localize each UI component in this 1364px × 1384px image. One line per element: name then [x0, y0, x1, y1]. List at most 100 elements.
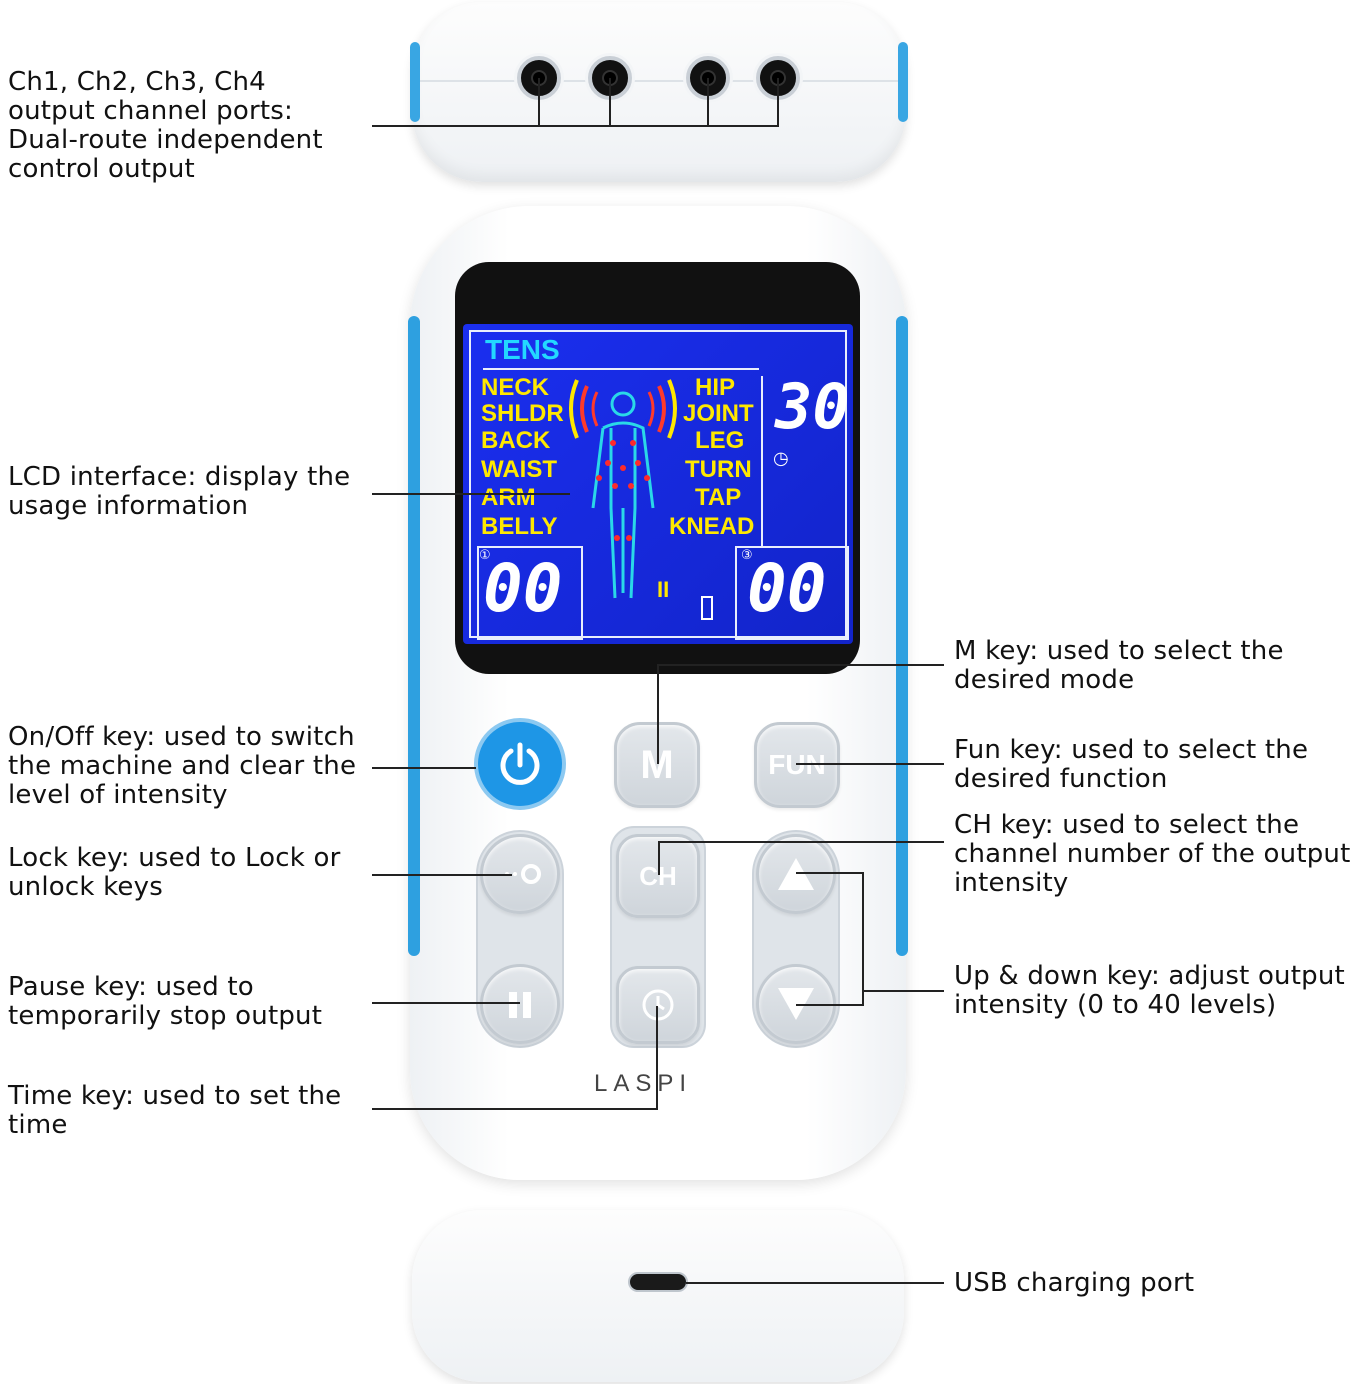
top-cap: [410, 2, 908, 182]
lcd-title: TENS: [485, 334, 560, 365]
annotation-pause-line-2: temporarily stop output: [8, 1001, 323, 1031]
channel3-marker: ③: [741, 548, 753, 563]
annotation-lcd-line-1: LCD interface: display the: [8, 462, 351, 492]
annotation-ports: Ch1, Ch2, Ch3, Ch4 output channel ports:…: [8, 68, 323, 184]
annotation-ports-line-3: Dual-route independent: [8, 125, 323, 155]
function-button[interactable]: FUN: [754, 722, 840, 808]
bottom-cap: [412, 1210, 904, 1382]
annotation-fun-line-2: desired function: [954, 764, 1168, 794]
channel-button[interactable]: CH: [616, 834, 700, 918]
triangle-up-icon: [778, 858, 814, 890]
body-accent-right: [896, 316, 908, 956]
up-button[interactable]: [756, 834, 836, 914]
pause-button[interactable]: [480, 964, 560, 1044]
time-button[interactable]: [616, 966, 700, 1044]
channel3-readout: 00: [747, 550, 827, 627]
annotation-ch-line-3: intensity: [954, 868, 1069, 898]
lcd-title-rule: [483, 368, 759, 370]
power-icon: [500, 742, 540, 785]
clock-icon: [642, 989, 674, 1021]
annotation-ports-line-2: output channel ports:: [8, 96, 293, 126]
annotation-pause-line-1: Pause key: used to: [8, 972, 254, 1002]
pause-icon: [509, 992, 531, 1018]
annotation-time: Time key: used to set the time: [8, 1082, 341, 1140]
annotation-lock-line-2: unlock keys: [8, 872, 163, 902]
leader-ch-vertical: [658, 841, 660, 875]
top-cap-seam: [412, 80, 906, 82]
leader-ch: [658, 841, 944, 843]
annotation-updown-line-2: intensity (0 to 40 levels): [954, 990, 1277, 1020]
brand-logo: LASPI: [594, 1070, 693, 1097]
annotation-mkey-line-2: desired mode: [954, 665, 1135, 695]
annotation-fun-line-1: Fun key: used to select the: [954, 735, 1309, 765]
annotation-onoff: On/Off key: used to switch the machine a…: [8, 723, 356, 810]
lcd-mode-waist: WAIST: [481, 456, 557, 483]
leader-mkey-vertical: [657, 664, 659, 764]
lcd-mode-arm: ARM: [481, 484, 536, 511]
leader-updown-vertical: [862, 872, 864, 1006]
leader-onoff: [372, 767, 476, 769]
annotation-updown-line-1: Up & down key: adjust output: [954, 961, 1345, 991]
annotation-ports-line-1: Ch1, Ch2, Ch3, Ch4: [8, 67, 266, 97]
annotation-ch-line-1: CH key: used to select the: [954, 810, 1300, 840]
lcd-mode-shldr: SHLDR: [481, 400, 564, 427]
body-accent-left: [408, 316, 420, 956]
lcd-mode-joint: JOINT: [683, 400, 754, 427]
annotation-lock: Lock key: used to Lock or unlock keys: [8, 844, 341, 902]
usb-port[interactable]: [628, 1272, 688, 1292]
lcd-mode-belly: BELLY: [481, 513, 558, 540]
annotation-mkey-line-1: M key: used to select the: [954, 636, 1284, 666]
clock-icon: ◷: [773, 448, 789, 469]
annotation-lock-line-1: Lock key: used to Lock or: [8, 843, 341, 873]
leader-port-3: [707, 78, 709, 127]
annotation-usb: USB charging port: [954, 1269, 1194, 1298]
annotation-ports-line-4: control output: [8, 154, 195, 184]
annotation-mkey: M key: used to select the desired mode: [954, 637, 1284, 695]
annotation-time-line-2: time: [8, 1110, 68, 1140]
leader-up: [796, 872, 864, 874]
leader-port-1: [538, 78, 540, 127]
channel1-marker: ①: [479, 548, 491, 563]
annotation-usb-line-1: USB charging port: [954, 1268, 1195, 1298]
annotation-ch: CH key: used to select the channel numbe…: [954, 811, 1351, 898]
annotation-pause: Pause key: used to temporarily stop outp…: [8, 973, 322, 1031]
power-button[interactable]: [474, 718, 566, 810]
leader-port-2: [609, 78, 611, 127]
leader-updown: [864, 990, 944, 992]
lcd-mode-tap: TAP: [695, 484, 742, 511]
annotation-updown: Up & down key: adjust output intensity (…: [954, 962, 1345, 1020]
annotation-fun: Fun key: used to select the desired func…: [954, 736, 1308, 794]
lcd-pause-indicator: II: [657, 577, 670, 602]
annotation-time-line-1: Time key: used to set the: [8, 1081, 342, 1111]
body-figure-icon: [569, 379, 677, 599]
channel1-readout: 00: [483, 550, 563, 627]
leader-usb: [686, 1282, 944, 1284]
annotation-ch-line-2: channel number of the output: [954, 839, 1351, 869]
leader-down: [796, 1004, 864, 1006]
annotation-onoff-line-3: level of intensity: [8, 780, 228, 810]
annotation-lcd-line-2: usage information: [8, 491, 249, 521]
annotation-onoff-line-2: the machine and clear the: [8, 751, 357, 781]
battery-icon: [701, 596, 713, 620]
lcd-mode-turn: TURN: [685, 456, 752, 483]
leader-time: [372, 1108, 658, 1110]
lcd-mode-neck: NECK: [481, 374, 550, 401]
leader-lock: [372, 874, 512, 876]
top-cap-accent-right: [898, 42, 908, 122]
leader-port-4: [777, 78, 779, 127]
leader-time-vertical: [656, 1006, 658, 1110]
annotation-lcd: LCD interface: display the usage informa…: [8, 463, 350, 521]
leader-lcd: [372, 493, 570, 495]
annotation-onoff-line-1: On/Off key: used to switch: [8, 722, 355, 752]
lcd-screen: TENS NECK SHLDR BACK WAIST ARM BELLY HIP…: [463, 324, 853, 644]
leader-fun: [796, 763, 944, 765]
leader-ports: [372, 125, 779, 127]
leader-pause: [372, 1002, 520, 1004]
channel1-box: [477, 546, 583, 640]
leader-mkey: [657, 664, 944, 666]
top-cap-accent-left: [410, 42, 420, 122]
channel3-box: [735, 546, 849, 640]
lcd-mode-leg: LEG: [695, 427, 745, 454]
lcd-mode-knead: KNEAD: [669, 513, 755, 540]
lcd-mode-hip: HIP: [695, 374, 736, 401]
